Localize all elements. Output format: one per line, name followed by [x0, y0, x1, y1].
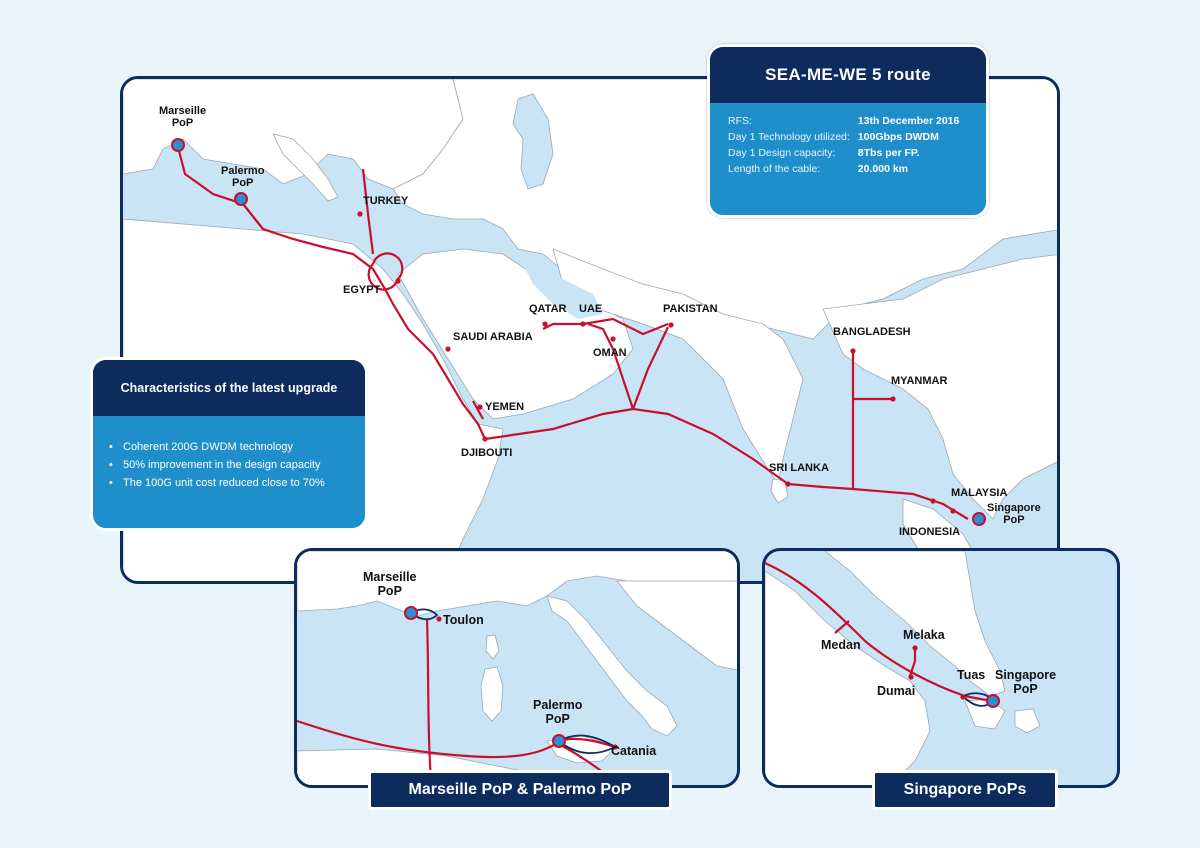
upgrade-box: Characteristics of the latest upgrade Co…: [90, 357, 368, 531]
inset-label-toulon: Toulon: [443, 613, 484, 627]
label-marseille-l1: Marseille: [159, 105, 207, 117]
city-dots: [357, 211, 956, 514]
route-info-value: 100Gbps DWDM: [857, 131, 939, 143]
label-djibouti: DJIBOUTI: [461, 447, 513, 459]
label-marseille-l2: PoP: [171, 117, 194, 130]
route-info-value: 20.000 km: [857, 163, 909, 175]
inset-label-marseille-l1: Marseille: [363, 570, 417, 584]
route-info-value: 13th December 2016: [857, 115, 960, 127]
upgrade-item: The 100G unit cost reduced close to 70%: [109, 474, 365, 492]
label-yemen: YEMEN: [485, 401, 525, 413]
label-sri-lanka: SRI LANKA: [769, 462, 829, 474]
upgrade-list: Coherent 200G DWDM technology 50% improv…: [93, 438, 365, 492]
route-info-key: Length of the cable:: [728, 163, 821, 175]
label-egypt: EGYPT: [343, 284, 381, 296]
inset-label-marseille: Marseille PoP: [363, 570, 417, 599]
label-bangladesh: BANGLADESH: [833, 326, 911, 338]
label-turkey: TURKEY: [363, 195, 409, 207]
label-oman: OMAN: [593, 347, 627, 359]
inset-label-tuas: Tuas: [957, 668, 986, 682]
inset-label-melaka: Melaka: [903, 628, 945, 642]
inset-label-singapore-l1: Singapore: [995, 668, 1057, 682]
label-saudi-arabia: SAUDI ARABIA: [453, 331, 533, 343]
route-info-value: 8Tbs per FP.: [857, 147, 920, 159]
label-indonesia: INDONESIA: [899, 526, 961, 538]
label-qatar: QATAR: [529, 303, 567, 315]
upgrade-item: 50% improvement in the design capacity: [109, 456, 365, 474]
inset-mediterranean-map[interactable]: Marseille PoP Toulon Palermo PoP Catania: [294, 548, 740, 788]
inset-label-singapore: Singapore PoP: [995, 668, 1057, 697]
route-info-row: Length of the cable: 20.000 km: [728, 161, 959, 177]
label-uae: UAE: [579, 303, 603, 315]
label-singapore-l2: PoP: [1003, 514, 1025, 527]
inset-label-catania: Catania: [611, 744, 657, 758]
route-info-key: Day 1 Design capacity:: [728, 147, 836, 159]
inset-med-caption: Marseille PoP & Palermo PoP: [368, 770, 672, 810]
inset-label-palermo: Palermo PoP: [533, 698, 583, 727]
route-info-row: Day 1 Technology utilized: 100Gbps DWDM: [728, 129, 959, 145]
route-info-key: RFS:: [728, 115, 752, 127]
inset-label-palermo-l1: Palermo: [533, 698, 583, 712]
label-palermo-main: Palermo PoP: [221, 165, 264, 189]
inset-singapore-map[interactable]: Medan Melaka Dumai Tuas Singapore PoP: [762, 548, 1120, 788]
inset-label-palermo-l2: PoP: [545, 711, 570, 726]
inset-sg-caption: Singapore PoPs: [872, 770, 1058, 810]
label-marseille-main: Marseille PoP: [159, 105, 206, 129]
route-info-box: SEA-ME-WE 5 route RFS: 13th December 201…: [707, 44, 989, 218]
route-info-title: SEA-ME-WE 5 route: [710, 47, 986, 103]
label-singapore-main: Singapore PoP: [987, 502, 1041, 526]
cable-routes: [176, 146, 969, 520]
label-malaysia: MALAYSIA: [951, 487, 1008, 499]
inset-label-medan: Medan: [821, 638, 861, 652]
label-singapore-l1: Singapore: [987, 502, 1041, 514]
route-info-row: Day 1 Design capacity: 8Tbs per FP.: [728, 145, 959, 161]
inset-sg-graphic: [765, 551, 1041, 785]
route-info-row: RFS: 13th December 2016: [728, 113, 959, 129]
label-pakistan: PAKISTAN: [663, 303, 718, 315]
upgrade-item: Coherent 200G DWDM technology: [109, 438, 365, 456]
route-info-table: RFS: 13th December 2016 Day 1 Technology…: [728, 113, 959, 177]
label-palermo-l1: Palermo: [221, 165, 265, 177]
upgrade-title: Characteristics of the latest upgrade: [93, 360, 365, 416]
inset-label-dumai: Dumai: [877, 684, 916, 698]
label-myanmar: MYANMAR: [891, 375, 948, 387]
route-info-key: Day 1 Technology utilized:: [728, 131, 850, 143]
pop-markers: [171, 138, 986, 526]
inset-label-marseille-l2: PoP: [377, 583, 402, 598]
label-palermo-l2: PoP: [232, 177, 254, 190]
inset-label-singapore-l2: PoP: [1013, 681, 1038, 696]
